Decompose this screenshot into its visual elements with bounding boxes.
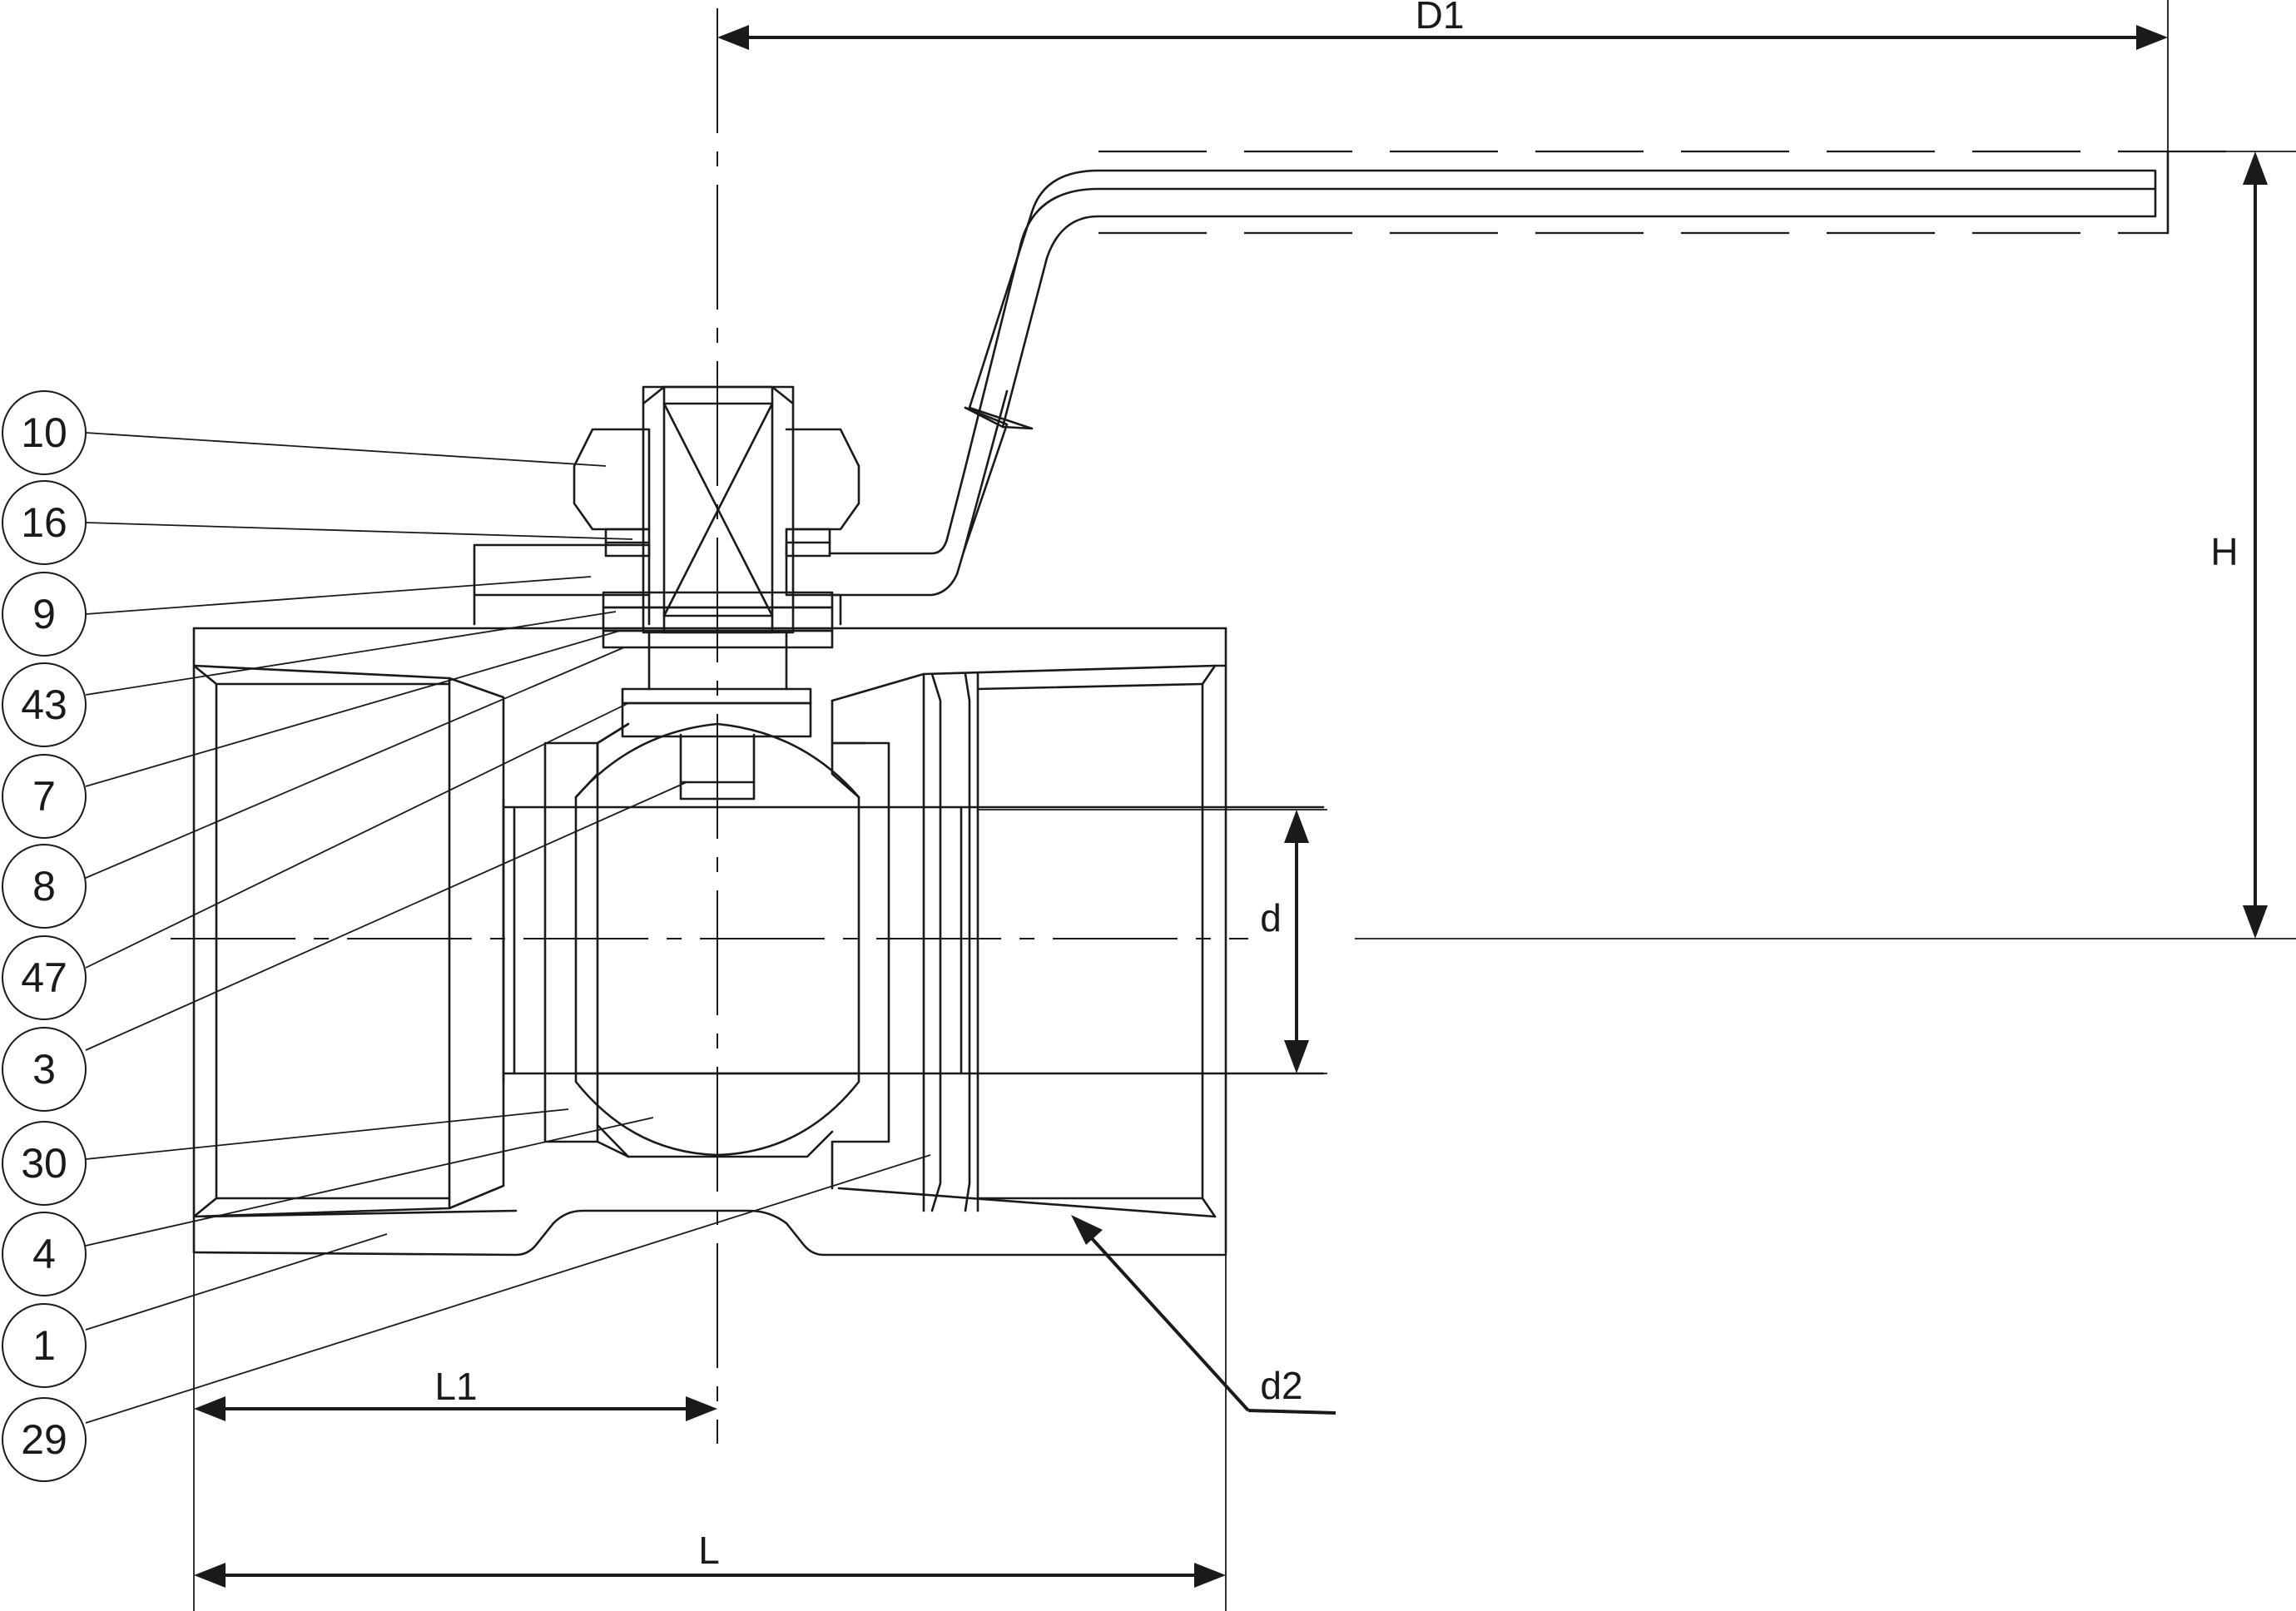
dimension-d — [978, 809, 1327, 1074]
balloon-4: 4 — [2, 1212, 87, 1296]
balloon-47: 47 — [2, 935, 87, 1020]
svg-text:29: 29 — [21, 1416, 67, 1463]
svg-text:43: 43 — [21, 682, 67, 728]
balloon-1: 1 — [2, 1303, 87, 1388]
dimension-d2-label: d2 — [1260, 1364, 1302, 1407]
center-lines — [171, 8, 2296, 1444]
dimension-d1 — [717, 25, 2168, 50]
svg-text:9: 9 — [32, 591, 56, 637]
dimension-h — [2243, 151, 2268, 939]
svg-text:16: 16 — [21, 499, 67, 546]
handle-extent-lines — [1098, 0, 2296, 235]
balloon-43: 43 — [2, 662, 87, 747]
spring-washer — [604, 528, 831, 558]
valve-body — [192, 627, 1227, 1257]
leader-lines — [85, 432, 931, 1424]
svg-text:8: 8 — [32, 863, 56, 910]
dimension-h-label: H — [2210, 530, 2238, 573]
dimension-d1-label: D1 — [1416, 0, 1465, 37]
balloon-29: 29 — [2, 1397, 87, 1482]
dimension-l1 — [193, 1252, 717, 1611]
balloon-7: 7 — [2, 754, 87, 839]
right-end-bore — [831, 664, 1227, 1218]
svg-text:4: 4 — [32, 1231, 56, 1277]
svg-text:7: 7 — [32, 773, 56, 820]
gland-handle-base — [473, 543, 842, 626]
balloon-10: 10 — [2, 390, 87, 475]
dimension-d2 — [1071, 1215, 1336, 1415]
balloon-30: 30 — [2, 1121, 87, 1206]
left-end-bore — [192, 664, 505, 1218]
seats — [543, 722, 867, 1158]
svg-text:47: 47 — [21, 954, 67, 1001]
balloon-8: 8 — [2, 844, 87, 929]
svg-text:10: 10 — [21, 409, 67, 456]
balloon-16: 16 — [2, 480, 87, 565]
stem — [621, 631, 812, 801]
stem-nut — [573, 385, 860, 634]
svg-text:3: 3 — [32, 1046, 56, 1093]
handle-lever — [828, 169, 2157, 597]
bore — [502, 797, 1325, 1083]
svg-text:30: 30 — [21, 1140, 67, 1187]
packing — [602, 591, 834, 649]
ball — [574, 722, 860, 1158]
dimension-l1-label: L1 — [434, 1365, 477, 1408]
dimension-l — [194, 1252, 1227, 1611]
dimension-d-label: d — [1260, 896, 1282, 939]
svg-text:1: 1 — [32, 1322, 56, 1369]
dimension-l-label: L — [698, 1529, 720, 1572]
balloon-9: 9 — [2, 572, 87, 657]
balloon-3: 3 — [2, 1027, 87, 1112]
